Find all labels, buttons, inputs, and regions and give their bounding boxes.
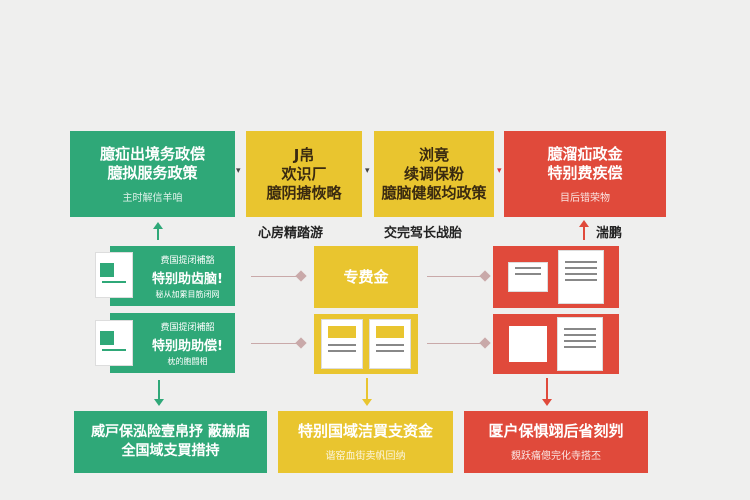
card-line3: 枕的胞闘相 — [167, 356, 208, 366]
box-subtitle: 主时解信羊咱 — [122, 192, 183, 204]
bottom-box-green: 威戸保泓险壹帛抒 蔽赫庙 全国域支買措持 — [74, 411, 267, 473]
arrow-right — [427, 343, 485, 344]
arrow-icon: ▾ — [236, 166, 241, 176]
yellow-fund-box: 专费金 — [314, 246, 418, 308]
box-title: 臆溜疝政金 特别费疾偿 — [547, 144, 623, 182]
building-icon — [509, 326, 547, 362]
arrow-down-red — [542, 378, 552, 406]
medical-document-icon — [95, 320, 133, 366]
document-icon — [557, 317, 603, 371]
red-documents-box — [493, 246, 619, 308]
box-subtitle: 谐窑血街卖帆回纳 — [325, 451, 406, 462]
card-line2: 特别助齿脑! — [152, 271, 223, 287]
box-subtitle: 目后错荣物 — [560, 192, 610, 204]
bottom-box-yellow: 特别国域洁買支资金 谐窑血街卖帆回纳 — [278, 411, 453, 473]
box-title: 威戸保泓险壹帛抒 蔽赫庙 全国域支買措持 — [91, 424, 250, 459]
yellow-documents-box — [314, 314, 418, 374]
medical-document-icon — [95, 252, 133, 298]
arrow-icon: ▾ — [365, 166, 370, 176]
card-line1: 费国提闭補豁 — [160, 255, 215, 266]
top-box-red: 臆溜疝政金 特别费疾偿 目后错荣物 — [504, 131, 666, 217]
arrow-icon: ▾ — [497, 166, 502, 176]
top-box-yellow-1: J帛 欢识厂 臆阴搪恢略 — [246, 131, 362, 217]
document-icon — [558, 250, 604, 304]
arrow-right — [251, 343, 301, 344]
bottom-box-red: 匽户保惧翊后省刻刿 覣跃痛傯完化寺搭丕 — [464, 411, 648, 473]
card-line1: 费国提闭補韶 — [160, 322, 215, 333]
arrow-right — [427, 276, 485, 277]
box-title: J帛 欢识厂 臆阴搪恢略 — [266, 145, 342, 202]
box-title: 匽户保惧翊后省刻刿 — [488, 422, 624, 440]
label-1: 心房精踏游 — [258, 226, 324, 241]
card-line2: 特别助助偿! — [152, 338, 223, 354]
document-icon — [369, 319, 411, 369]
box-subtitle: 覣跃痛傯完化寺搭丕 — [511, 451, 601, 462]
card-line3: 秘从加累目筋闭网 — [155, 289, 220, 299]
box-title: 臆疝出境务政偿 臆拟服务政策 — [99, 144, 205, 182]
label-2: 交完驾长战胎 — [384, 226, 463, 241]
box-title: 特别国域洁買支资金 — [297, 422, 433, 440]
document-icon — [321, 319, 363, 369]
arrow-up-red — [579, 220, 589, 240]
arrow-right — [251, 276, 301, 277]
arrow-down-green — [154, 380, 164, 406]
arrow-down-yellow — [362, 378, 372, 406]
papers-icon — [508, 262, 548, 292]
box-title: 专费金 — [343, 267, 389, 286]
top-box-yellow-2: 浏竟 续调保粉 臆脑健躯均政策 — [374, 131, 494, 217]
box-title: 浏竟 续调保粉 臆脑健躯均政策 — [381, 145, 487, 202]
arrow-up-green — [153, 222, 163, 240]
top-box-green: 臆疝出境务政偿 臆拟服务政策 主时解信羊咱 — [70, 131, 235, 217]
red-building-box — [493, 314, 619, 374]
label-3: 湍鹏 — [596, 226, 623, 241]
